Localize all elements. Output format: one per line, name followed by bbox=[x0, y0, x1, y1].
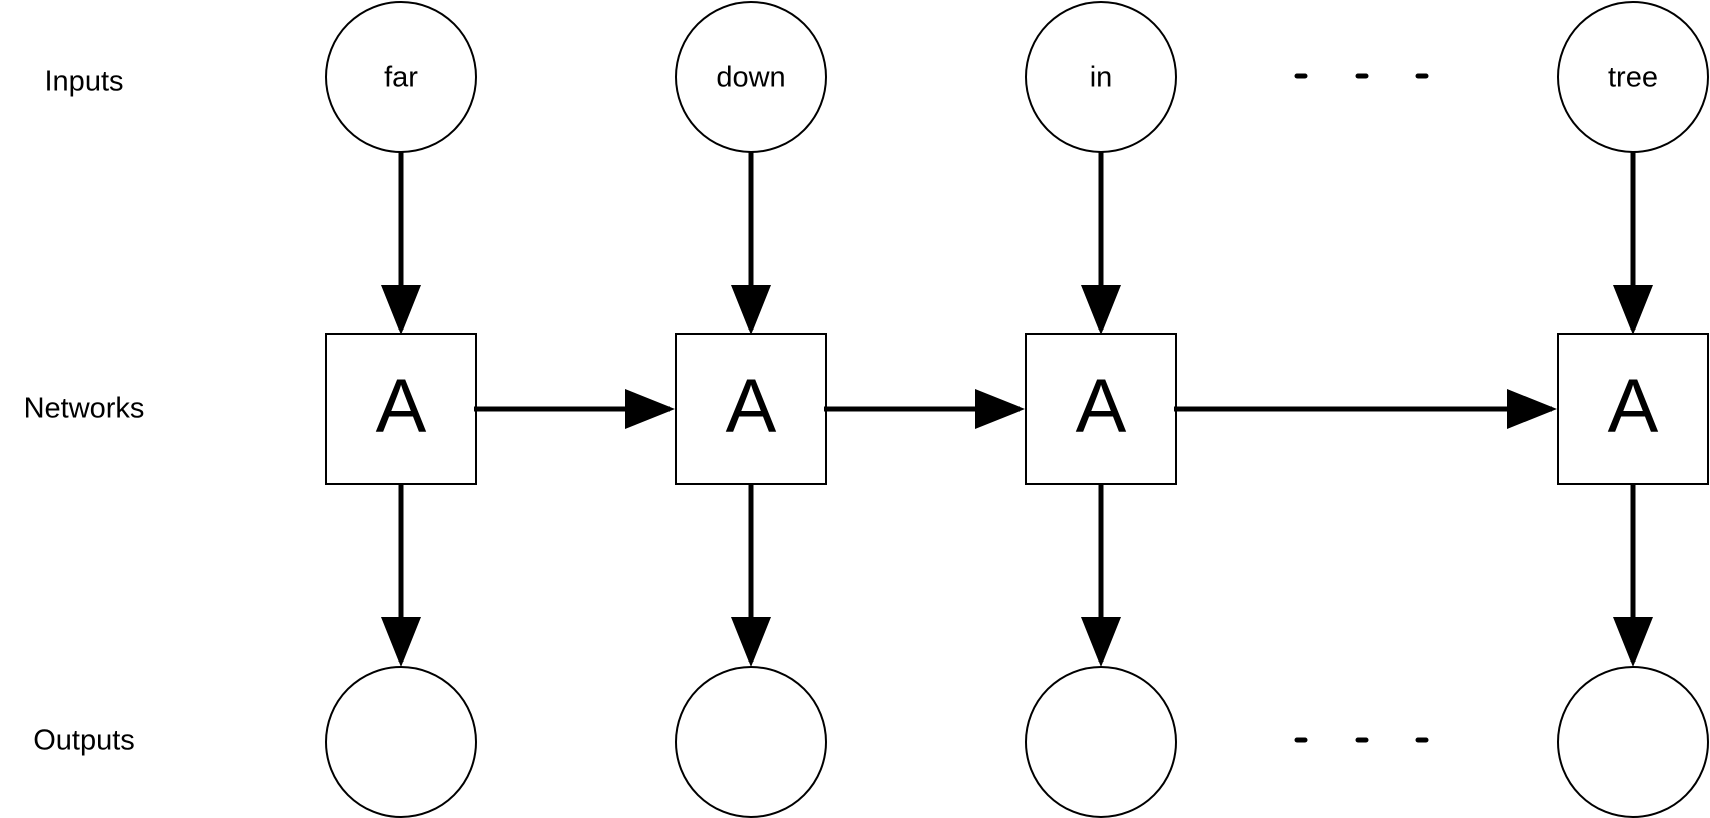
input-node-label: tree bbox=[1608, 62, 1658, 94]
output-node bbox=[675, 666, 827, 818]
output-node bbox=[325, 666, 477, 818]
output-node bbox=[1025, 666, 1177, 818]
network-box-label: A bbox=[1608, 364, 1659, 449]
input-node-label: far bbox=[384, 62, 418, 94]
input-node-label: in bbox=[1090, 62, 1113, 94]
network-box bbox=[1557, 333, 1709, 485]
network-box-label: A bbox=[376, 364, 427, 449]
network-box-label: A bbox=[726, 364, 777, 449]
network-box bbox=[325, 333, 477, 485]
networks-row-label: Networks bbox=[24, 393, 145, 425]
input-node-label: down bbox=[716, 62, 785, 94]
network-box-label: A bbox=[1076, 364, 1127, 449]
outputs-row-label: Outputs bbox=[33, 725, 135, 757]
inputs-row-label: Inputs bbox=[45, 66, 124, 98]
network-box bbox=[1025, 333, 1177, 485]
output-node bbox=[1557, 666, 1709, 818]
